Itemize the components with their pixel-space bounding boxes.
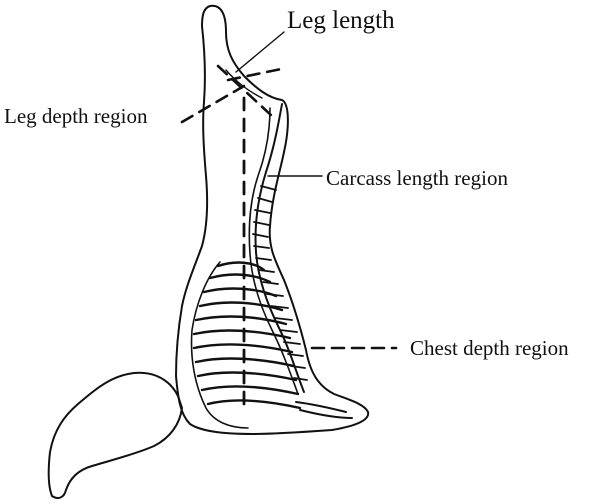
leg-depth-region-label: Leg depth region: [4, 104, 148, 128]
chest-depth-region-label: Chest depth region: [410, 336, 569, 360]
leg-depth-line: [180, 84, 246, 124]
rib-cage-outline: [190, 261, 249, 429]
carcass-outline: [175, 4, 370, 435]
leg-length-line: [216, 64, 274, 118]
leg-length-cross: [226, 66, 288, 82]
leg-length-label: Leg length: [287, 7, 395, 34]
foreshank-outline: [47, 371, 183, 499]
spine-line-inner: [248, 107, 299, 395]
spine-line: [254, 103, 305, 393]
sternum: [295, 401, 353, 419]
carcass-length-region-label: Carcass length region: [326, 166, 508, 190]
ribs: [192, 261, 302, 410]
leg-length-leader: [235, 31, 285, 73]
